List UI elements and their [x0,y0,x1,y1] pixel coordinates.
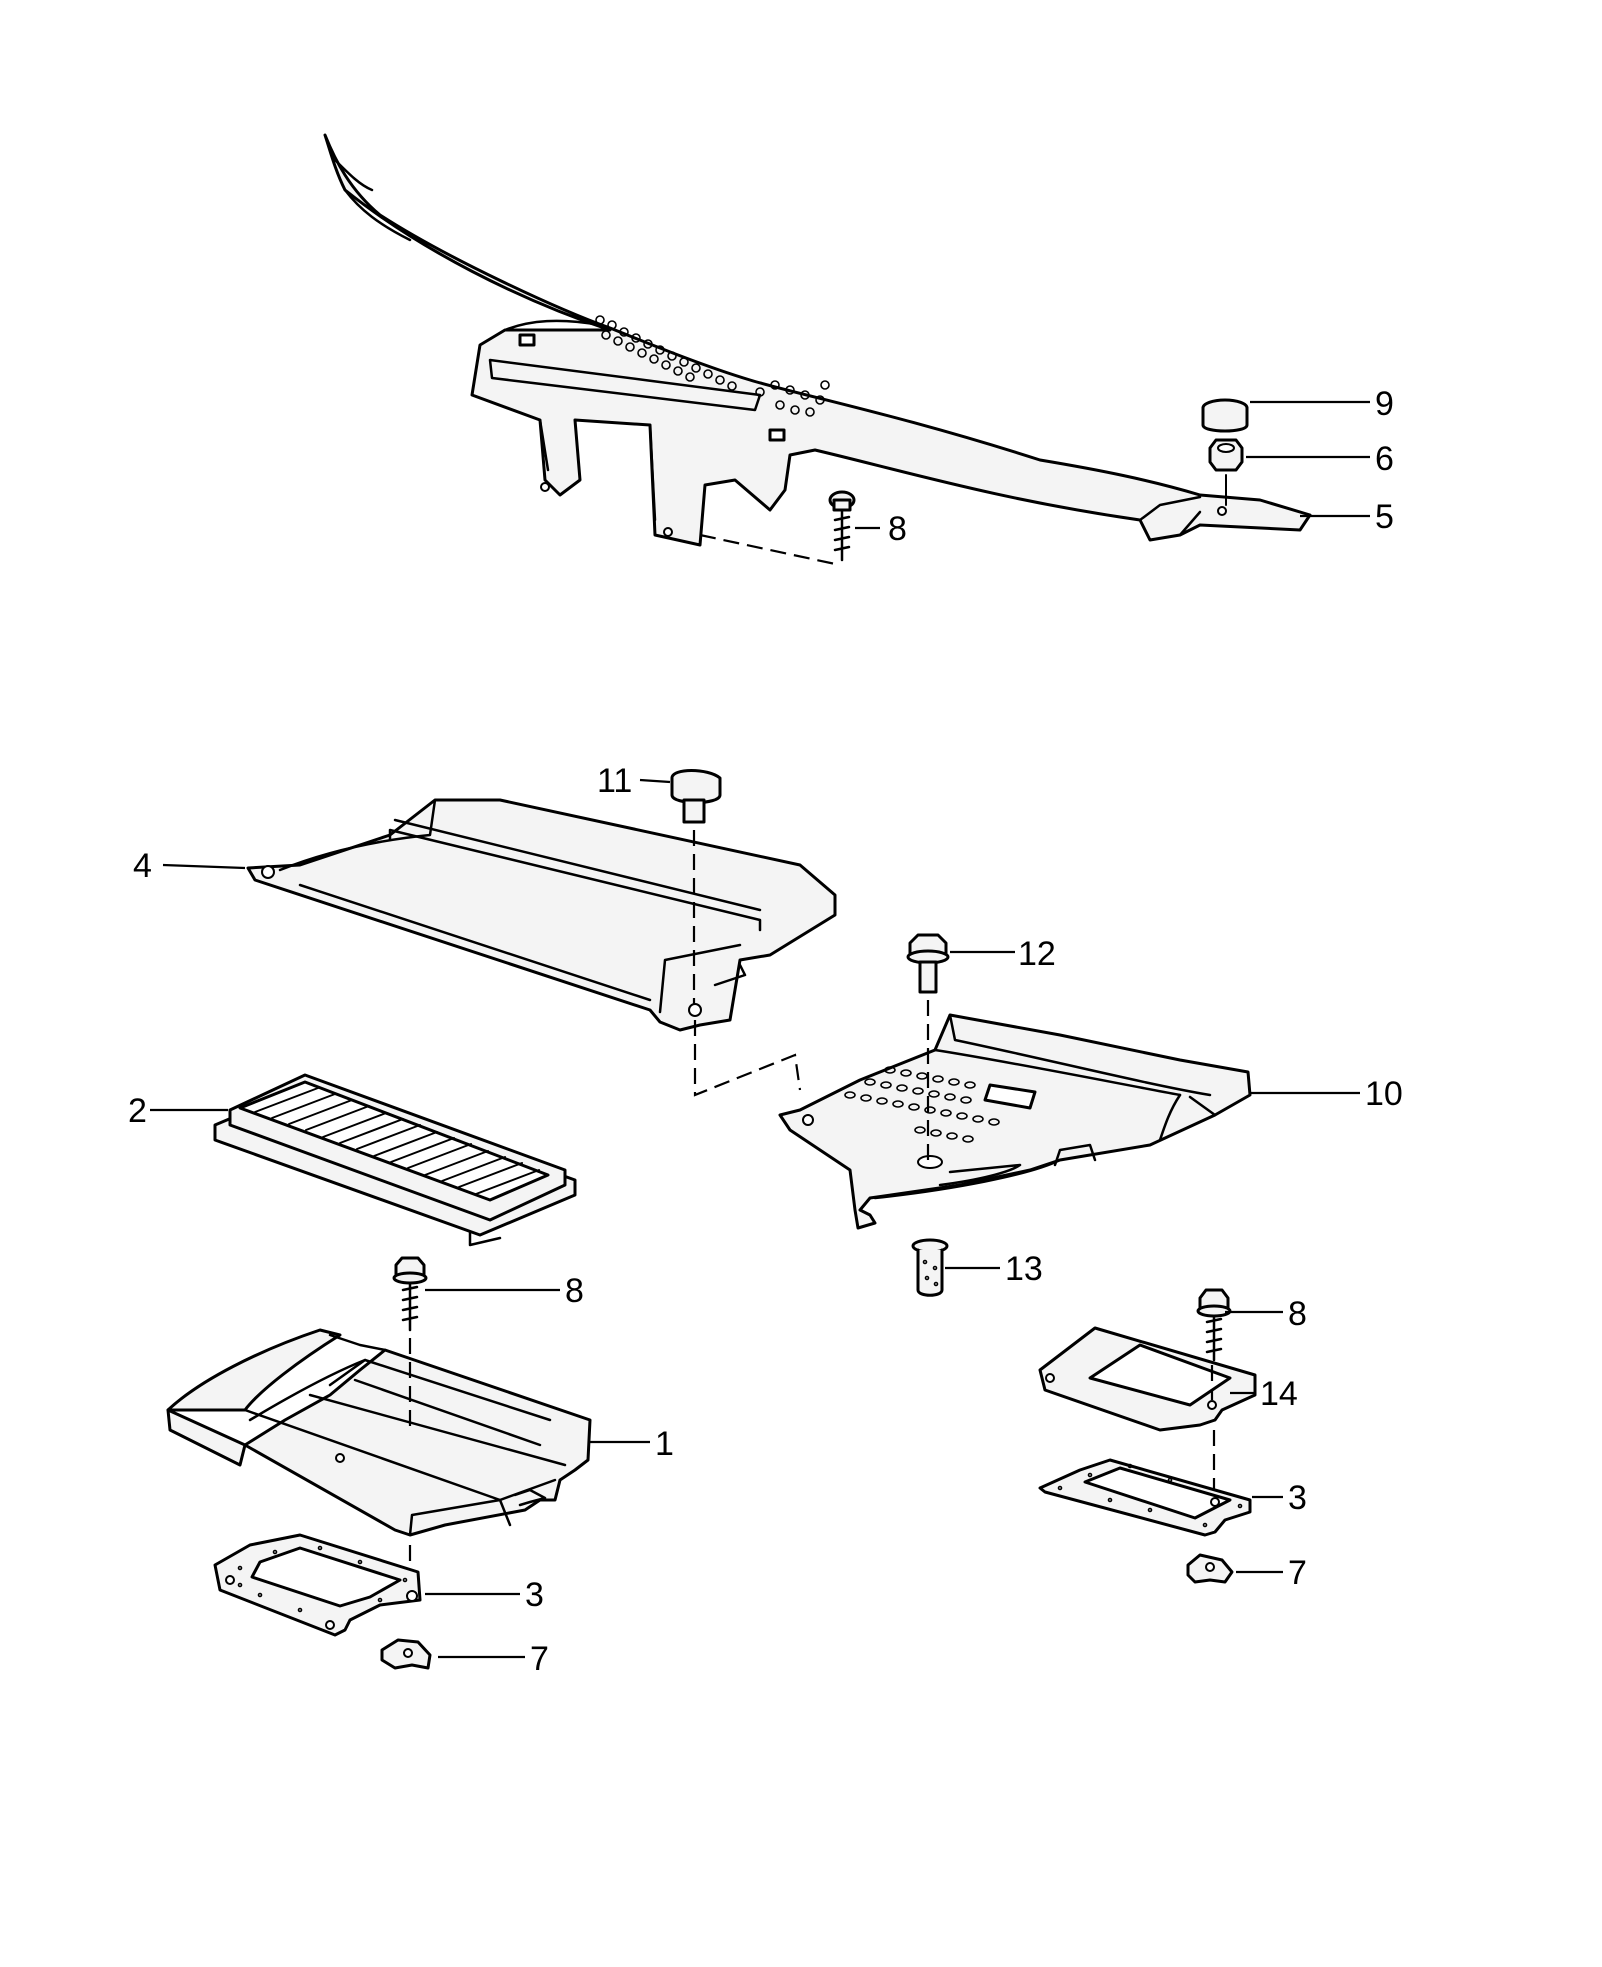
callout-9: 9 [1375,385,1394,423]
callout-12: 12 [1018,935,1056,973]
callout-8-left: 8 [565,1272,584,1310]
callout-7-right: 7 [1288,1554,1307,1592]
callout-labels: 9 6 5 8 11 4 12 10 2 13 8 1 3 7 8 14 3 7 [128,385,1403,1678]
callout-14: 14 [1260,1375,1298,1413]
vent-perforation-top [595,315,830,417]
callout-7-left: 7 [530,1640,549,1678]
callout-3-left: 3 [525,1576,544,1614]
callout-4: 4 [133,847,152,885]
part-14-plate [1038,1326,1257,1432]
filter-ribs [254,1087,540,1195]
part-9-cap [1201,398,1249,433]
callout-8-top: 8 [888,510,907,548]
part-8-screw-top [699,490,856,567]
part-2-filter [213,1073,577,1247]
callout-10: 10 [1365,1075,1403,1113]
callout-13: 13 [1005,1250,1043,1288]
part-3-gasket-right [1038,1458,1252,1537]
part-12-bolt [906,933,950,1160]
part-13-grommet [911,1238,949,1297]
part-1-housing [166,1328,592,1537]
part-7-clip-right [1186,1553,1234,1584]
callout-3-right: 3 [1288,1479,1307,1517]
part-5-cowl-panel [323,133,1312,547]
part-3-gasket-left [213,1533,422,1637]
callout-8-right: 8 [1288,1295,1307,1333]
part-6-nut [1208,438,1244,506]
part-10-tray [778,1013,1252,1230]
dash-link-4-10 [693,1020,802,1097]
part-7-clip-left [380,1638,432,1670]
leader-lines [150,400,1370,1659]
callout-2: 2 [128,1092,147,1130]
callout-1: 1 [655,1425,674,1463]
part-8-screw-right [1196,1288,1232,1500]
callout-5: 5 [1375,498,1394,536]
part-11-plug [670,769,722,1005]
part-4-cover [246,798,837,1032]
callout-11: 11 [597,762,632,800]
callout-6: 6 [1375,440,1394,478]
vent-perforation-tray [844,1066,1000,1143]
